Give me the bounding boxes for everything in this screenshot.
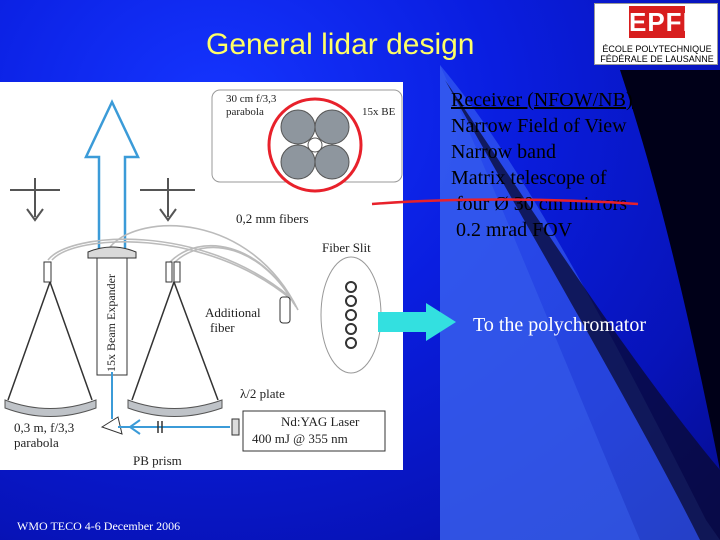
fiber-slit-holes <box>345 281 357 349</box>
label-beam-expander: 15x Beam Expander <box>104 274 118 372</box>
fiber-end-left <box>43 261 52 283</box>
beam-expander <box>96 249 128 376</box>
label-parabola-bottom-1: 0,3 m, f/3,3 <box>14 420 75 435</box>
label-additional-2: fiber <box>210 320 235 335</box>
outgoing-beam-arrow <box>84 99 140 372</box>
receiver-line-5: 0.2 mrad FOV <box>451 219 573 241</box>
right-arrow-icon <box>378 303 456 341</box>
diagram-drawing <box>4 89 403 452</box>
fiber-bundle <box>47 224 299 311</box>
label-be: 15x BE <box>362 106 396 118</box>
mirror-right <box>127 399 223 417</box>
label-pb-prism: PB prism <box>133 453 182 468</box>
fiber-end-right-a <box>165 261 173 283</box>
label-additional-1: Additional <box>205 305 261 320</box>
label-parabola-bottom-2: parabola <box>14 435 59 450</box>
fiber-end-right-b <box>173 261 181 283</box>
footer: WMO TECO 4-6 December 2006 <box>17 519 181 533</box>
label-fiber-slit: Fiber Slit <box>322 240 371 255</box>
label-half-wave: λ/2 plate <box>240 386 285 401</box>
label-laser-2: 400 mJ @ 355 nm <box>252 431 348 446</box>
mirror-left <box>4 399 97 417</box>
logo-line-2: FÉDÉRALE DE LAUSANNE <box>600 54 714 64</box>
slit-lens <box>279 296 291 324</box>
lidar-diagram: 30 cm f/3,3 parabola 15x BE 0,2 mm fiber… <box>0 82 403 470</box>
pb-prism <box>100 416 123 435</box>
logo-line-1: ÉCOLE POLYTECHNIQUE <box>602 44 712 54</box>
laser-box <box>242 410 386 452</box>
label-laser-1: Nd:YAG Laser <box>281 414 360 429</box>
label-fibers: 0,2 mm fibers <box>236 211 309 226</box>
label-parabola-top-1: 30 cm f/3,3 <box>226 93 277 105</box>
receiver-title: Receiver (NFOW/NB) <box>451 89 633 111</box>
receiver-line-1: Narrow Field of View <box>451 115 627 137</box>
logo-mark: EPFL <box>629 6 700 38</box>
label-parabola-top-2: parabola <box>226 106 264 118</box>
receiver-underline <box>371 198 639 206</box>
arrow-text: To the polychromator <box>473 314 646 336</box>
receiver-line-2: Narrow band <box>451 141 556 163</box>
incoming-arrows <box>10 178 195 222</box>
receiver-line-3: Matrix telescope of <box>451 167 607 189</box>
slide-title: General lidar design <box>206 28 475 61</box>
epfl-logo: EPFL ÉCOLE POLYTECHNIQUE FÉDÉRALE DE LAU… <box>594 3 718 65</box>
